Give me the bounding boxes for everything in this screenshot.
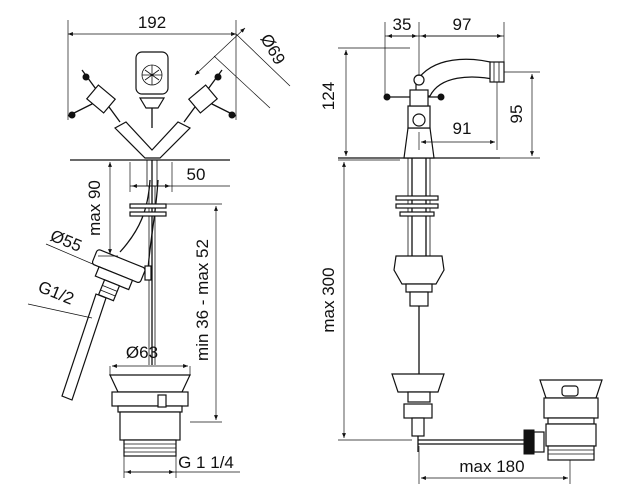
dim-97: 97	[453, 15, 472, 34]
waste-body-front	[109, 374, 191, 457]
dim-g12: G1/2	[35, 277, 76, 308]
waste-body-side	[539, 379, 603, 461]
dim-192: 192	[138, 13, 166, 32]
front-view: 192 Ø69 max 90 50 Ø55 G1/2 Ø63 min 36 -	[27, 13, 291, 478]
dim-95: 95	[507, 105, 526, 124]
right-cross-handle	[183, 69, 237, 123]
dim-50: 50	[187, 165, 206, 184]
dim-g114: G 1 1/4	[178, 453, 234, 472]
dim-max-300: max 300	[319, 267, 338, 332]
dim-dia-55: Ø55	[48, 226, 85, 256]
dim-dia-69: Ø69	[257, 31, 290, 68]
hose-connector	[91, 249, 146, 302]
dim-dia-63: Ø63	[126, 343, 158, 362]
left-cross-handle	[67, 69, 121, 123]
side-view: 35 97 124 95 91 max 300 max 180	[319, 15, 603, 484]
dim-max-180: max 180	[459, 457, 524, 476]
dim-max-90: max 90	[85, 180, 104, 236]
dim-124: 124	[319, 82, 338, 110]
dim-min-max: min 36 - max 52	[193, 239, 212, 361]
dim-35: 35	[393, 15, 412, 34]
dim-91: 91	[453, 119, 472, 138]
